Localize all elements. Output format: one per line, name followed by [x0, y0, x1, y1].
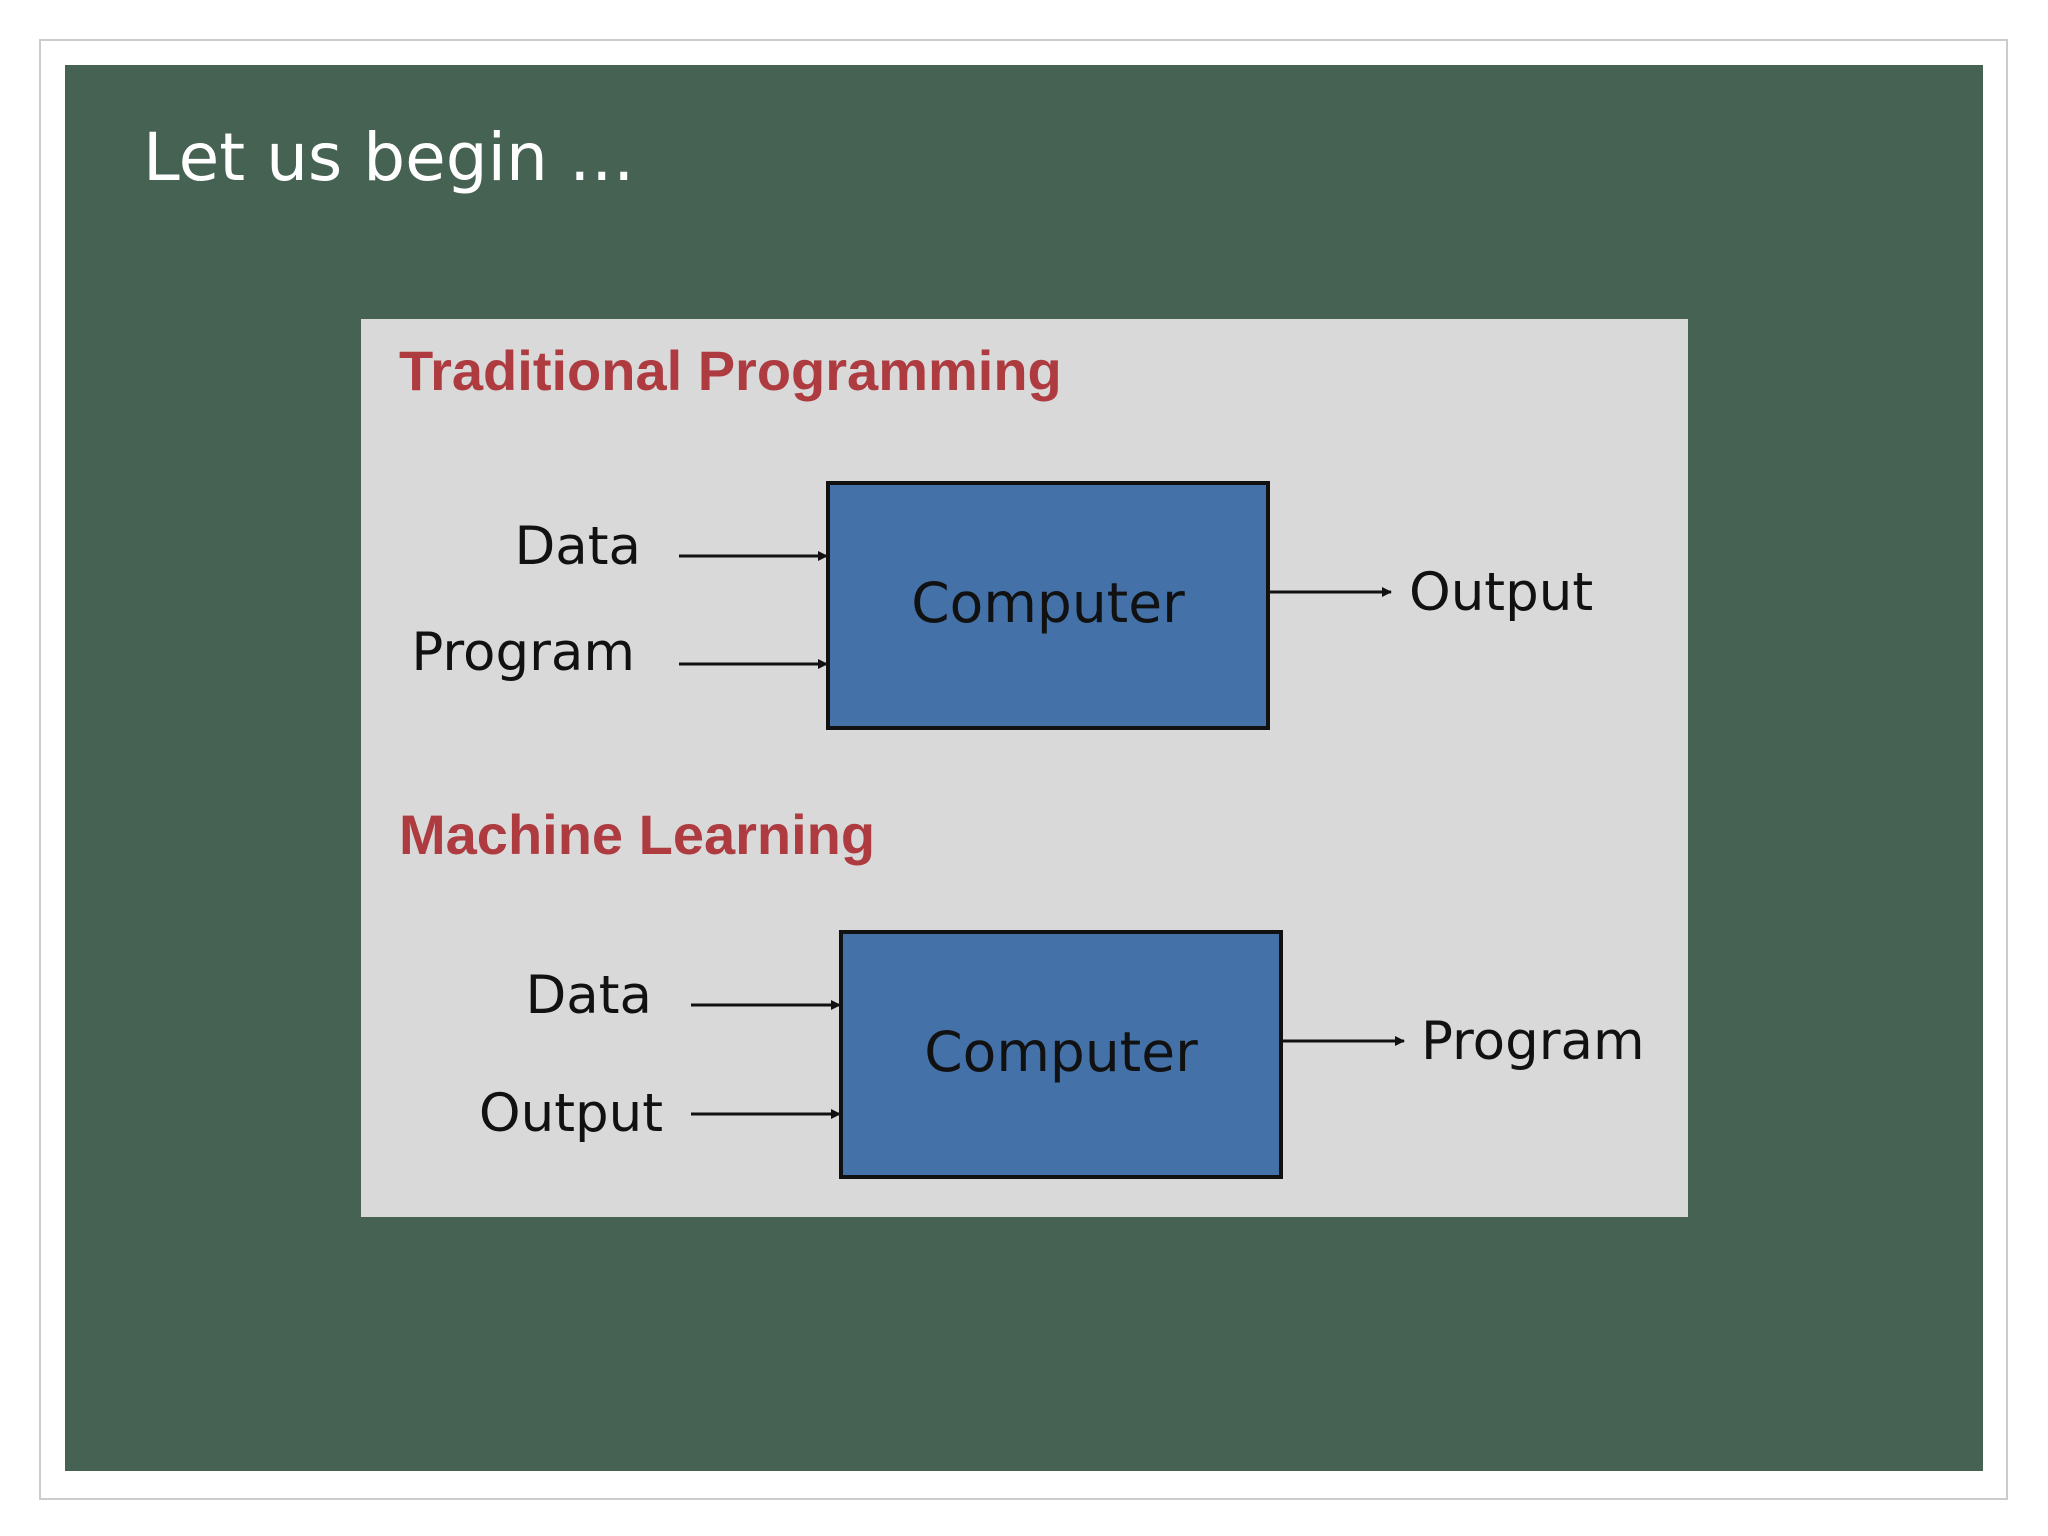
ml-input-output-label: Output — [479, 1083, 663, 1144]
ml-computer-box — [839, 930, 1283, 1179]
ml-computer-label: Computer — [924, 1020, 1198, 1084]
machine-learning-heading: Machine Learning — [399, 803, 875, 866]
flow-diagram: Traditional Programming Data Program Com… — [399, 339, 1645, 1179]
ml-program-label: Program — [1421, 1011, 1645, 1072]
diagram-panel: Traditional Programming Data Program Com… — [361, 319, 1688, 1217]
traditional-computer-label: Computer — [911, 571, 1185, 635]
traditional-programming-heading: Traditional Programming — [399, 339, 1062, 402]
traditional-computer-box — [826, 481, 1270, 730]
traditional-output-label: Output — [1409, 562, 1593, 623]
traditional-input-data-label: Data — [514, 516, 641, 577]
slide-title: Let us begin … — [143, 119, 635, 196]
traditional-input-program-label: Program — [411, 622, 635, 683]
ml-input-data-label: Data — [525, 965, 652, 1026]
